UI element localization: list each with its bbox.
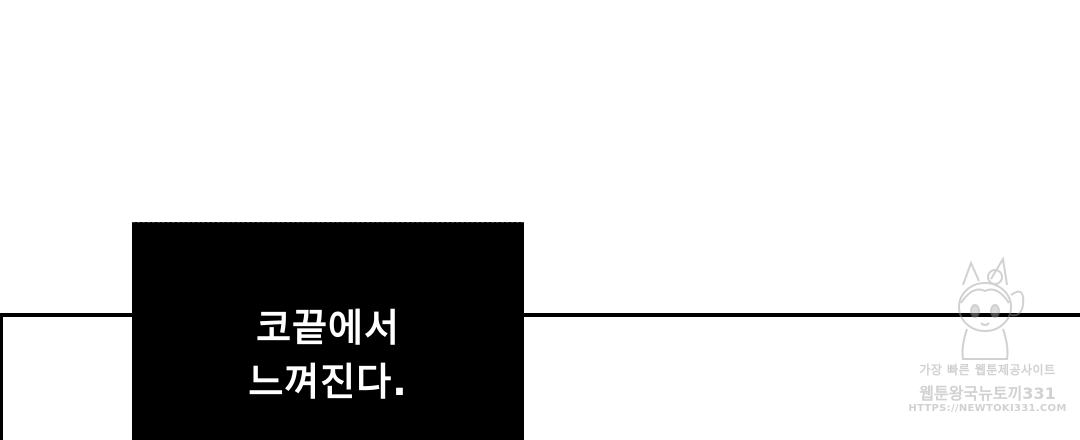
mascot-girl-icon xyxy=(958,256,1025,360)
watermark-title: 웹툰왕국뉴토끼331 xyxy=(919,384,1056,403)
watermark: 가장 빠른 웹툰제공사이트 웹툰왕국뉴토끼331 HTTPS://NEWTOKI… xyxy=(905,255,1070,430)
caption-line-1: 코끝에서 xyxy=(256,306,400,350)
caption-text: 코끝에서 느껴진다. xyxy=(132,301,524,409)
panel-border-top-right xyxy=(524,313,1080,317)
watermark-tagline: 가장 빠른 웹툰제공사이트 xyxy=(919,363,1056,377)
caption-line-2: 느껴진다. xyxy=(248,360,408,404)
panel-border-left xyxy=(0,313,3,440)
caption-box: 코끝에서 느껴진다. xyxy=(132,222,524,440)
panel-border-top-left xyxy=(0,313,132,317)
watermark-url: HTTPS://NEWTOKI331.COM xyxy=(908,403,1067,414)
